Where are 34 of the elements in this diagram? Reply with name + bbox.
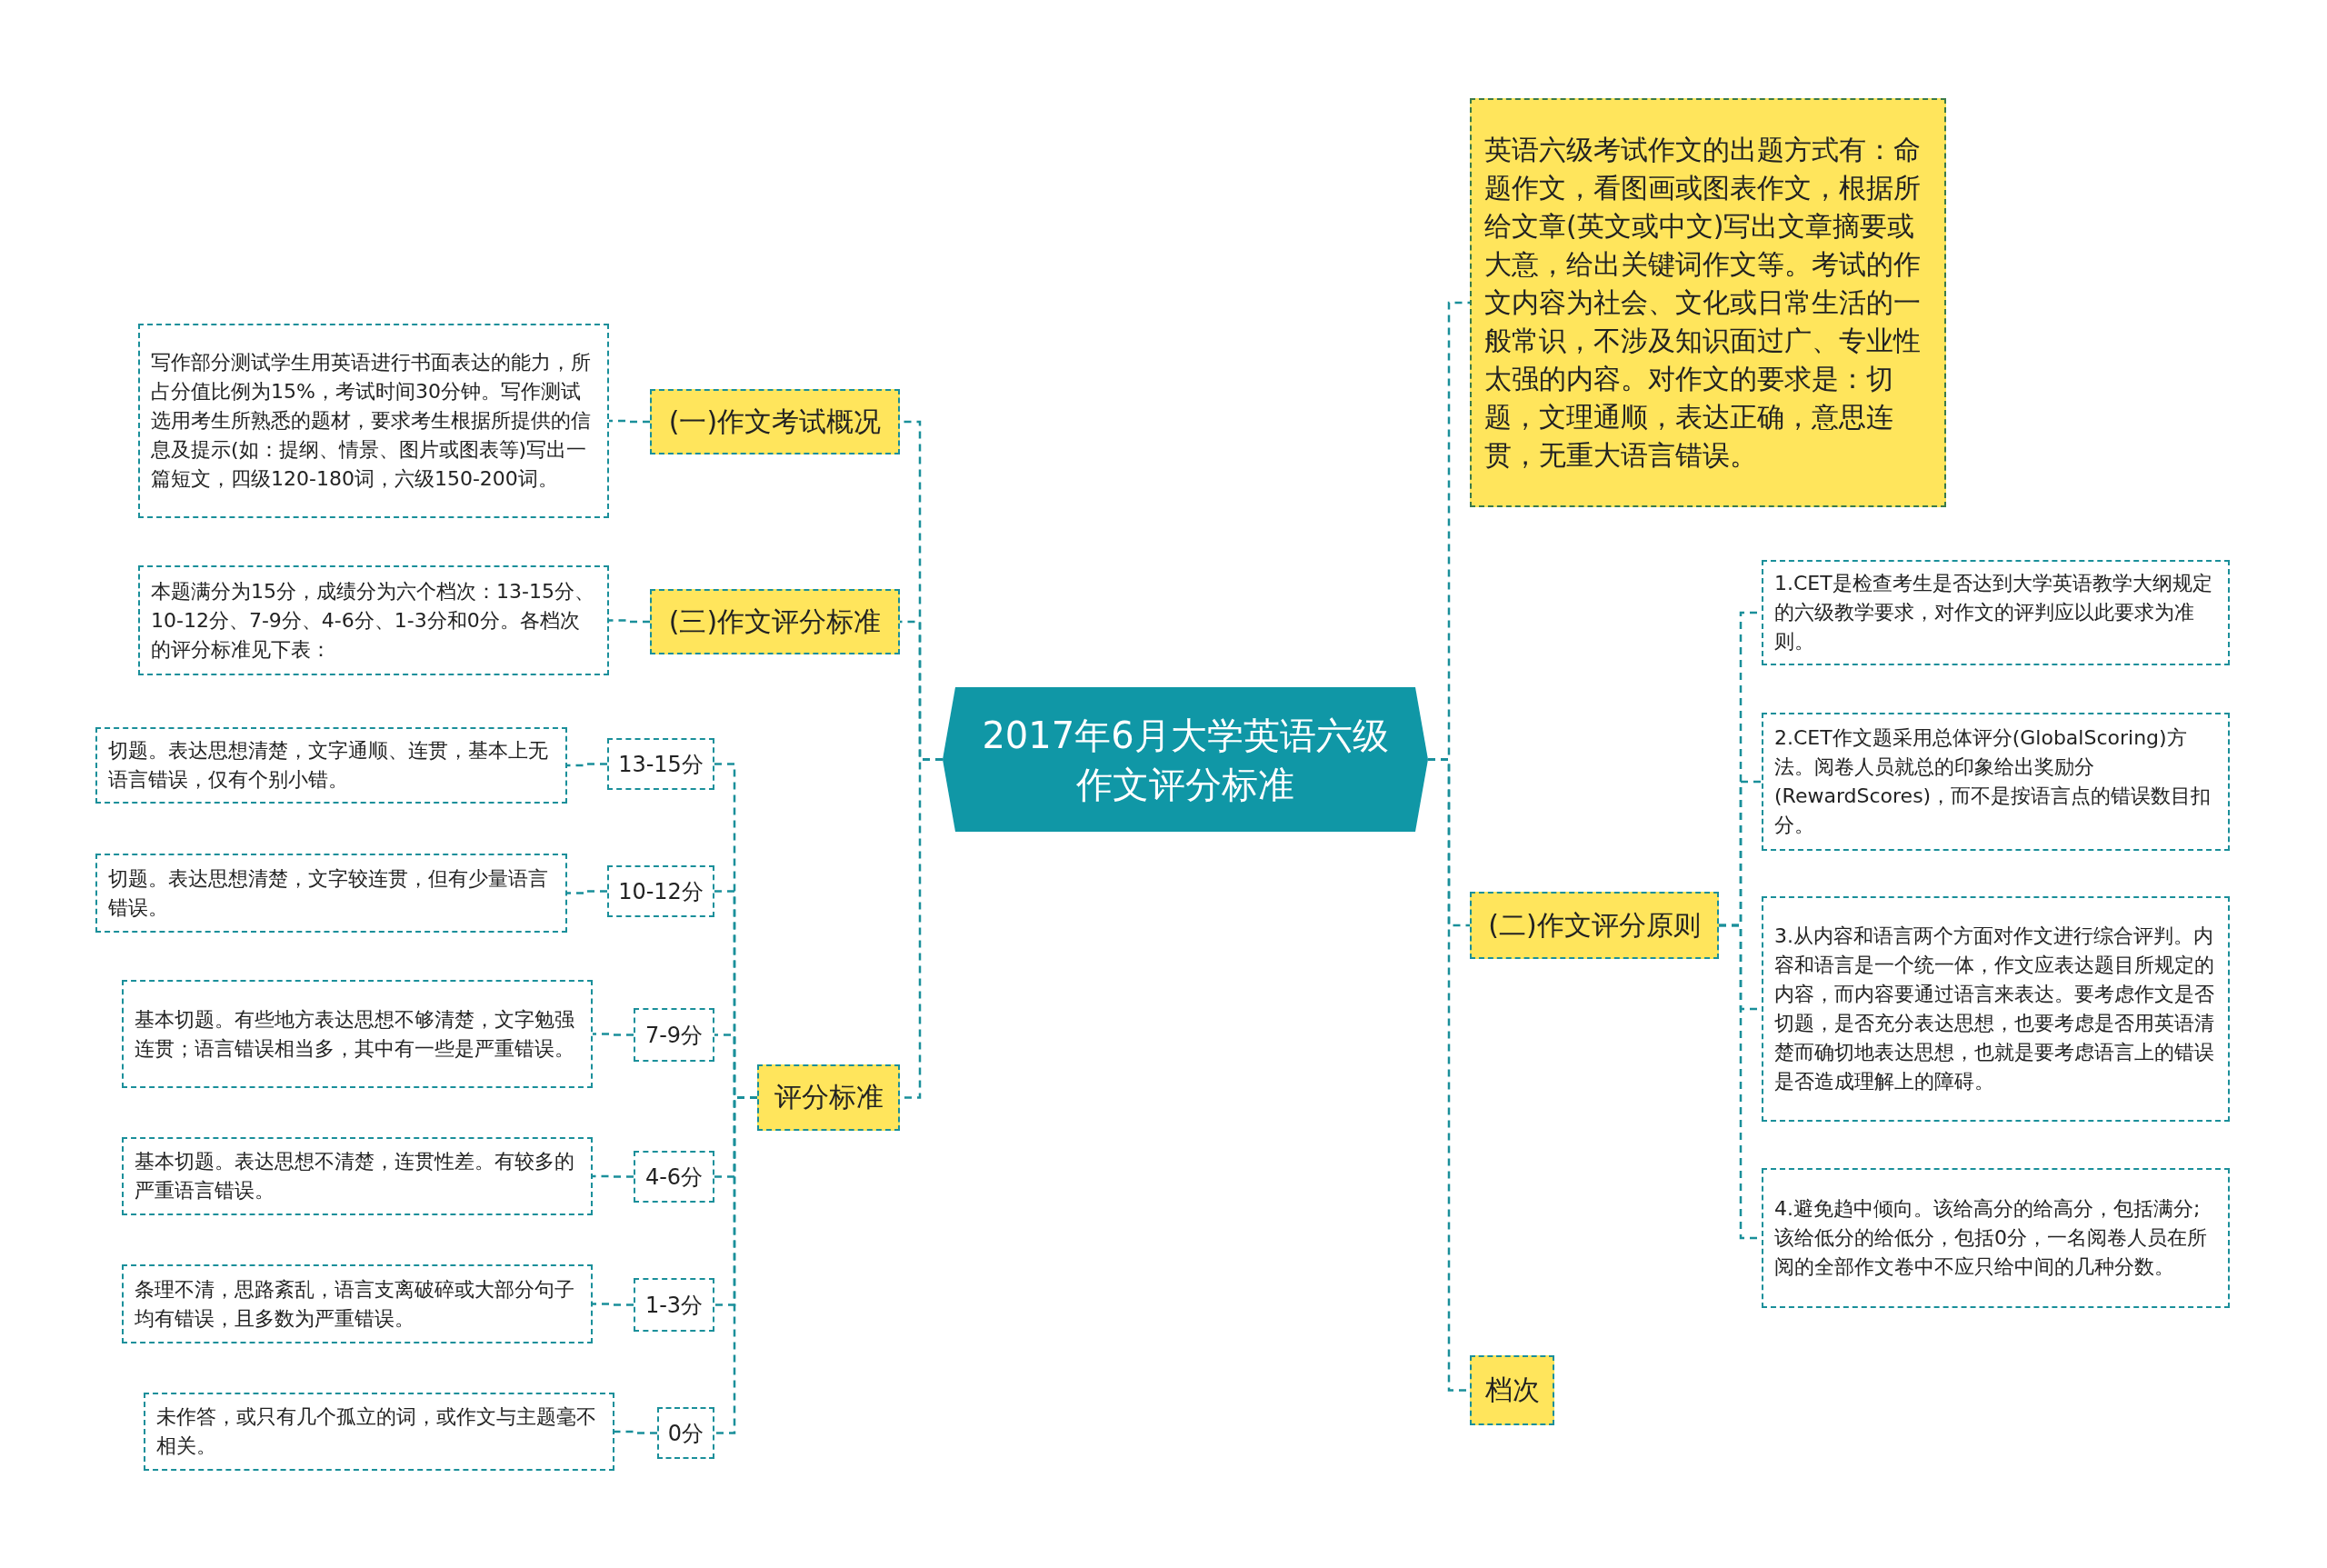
connector <box>567 763 607 767</box>
note-box: 本题满分为15分，成绩分为六个档次：13-15分、10-12分、7-9分、4-6分、1-3分和0分。各档次的评分标准见下表： <box>138 565 609 675</box>
note-box: 条理不清，思路紊乱，语言支离破碎或大部分句子均有错误，且多数为严重错误。 <box>122 1264 593 1343</box>
note-box: 2.CET作文题采用总体评分(GlobalScoring)方法。阅卷人员就总的印象给出奖励分(RewardScores)，而不是按语言点的错误数目扣分。 <box>1762 713 2230 851</box>
score-box: 0分 <box>657 1407 714 1459</box>
note-box: 切题。表达思想清楚，文字通顺、连贯，基本上无语言错误，仅有个别小错。 <box>95 727 567 804</box>
note-box: 基本切题。表达思想不清楚，连贯性差。有较多的严重语言错误。 <box>122 1137 593 1215</box>
connector <box>609 619 650 624</box>
connector <box>609 419 650 424</box>
connector <box>593 1174 634 1178</box>
branch-topic: (二)作文评分原则 <box>1470 892 1719 959</box>
note-box: 3.从内容和语言两个方面对作文进行综合评判。内容和语言是一个统一体，作文应表达题目所规定的内容，而内容要通过语言来表达。要考虑作文是否切题，是否充分表达思想，也要考虑是否用英语清楚而确切地表达思想，也就是要考虑语言上的错误是否造成理解上的障碍。 <box>1762 896 2230 1122</box>
branch-topic: 档次 <box>1470 1355 1554 1425</box>
note-box: 写作部分测试学生用英语进行书面表达的能力，所占分值比例为15%，考试时间30分钟。写作测试选用考生所熟悉的题材，要求考生根据所提供的信息及提示(如：提纲、情景、图片或图表等)写出一篇短文，四级120-180词，六级150-200词。 <box>138 324 609 518</box>
branch-topic: 评分标准 <box>757 1064 900 1131</box>
connector <box>714 1096 757 1434</box>
note-box: 4.避免趋中倾向。该给高分的给高分，包括满分;该给低分的给低分，包括0分，一名阅卷人员在所阅的全部作文卷中不应只给中间的几种分数。 <box>1762 1168 2230 1308</box>
score-box: 10-12分 <box>607 865 714 917</box>
note-box: 切题。表达思想清楚，文字较连贯，但有少量语言错误。 <box>95 854 567 933</box>
connector <box>567 890 607 894</box>
branch-topic: (三)作文评分标准 <box>650 589 900 654</box>
score-box: 1-3分 <box>634 1278 714 1332</box>
note-box: 未作答，或只有几个孤立的词，或作文与主题毫不相关。 <box>144 1393 614 1471</box>
branch-topic: (一)作文考试概况 <box>650 389 900 454</box>
score-box: 7-9分 <box>634 1008 714 1062</box>
note-box: 1.CET是检查考生是否达到大学英语教学大纲规定的六级教学要求，对作文的评判应以此要求为准则。 <box>1762 560 2230 665</box>
note-box: 基本切题。有些地方表达思想不够清楚，文字勉强连贯；语言错误相当多，其中有一些是严重错误。 <box>122 980 593 1088</box>
connector <box>614 1430 657 1434</box>
note-box: 英语六级考试作文的出题方式有：命题作文，看图画或图表作文，根据所给文章(英文或中文)写出文章摘要或大意，给出关键词作文等。考试的作文内容为社会、文化或日常生活的一般常识，不涉及知识面过广、专业性太强的内容。对作文的要求是：切题，文理通顺，表达正确，意思连贯，无重大语言错误。 <box>1470 98 1946 507</box>
score-box: 4-6分 <box>634 1151 714 1203</box>
connector <box>593 1303 634 1306</box>
central-topic: 2017年6月大学英语六级作文评分标准 <box>943 687 1428 832</box>
connector <box>593 1033 634 1036</box>
score-box: 13-15分 <box>607 738 714 790</box>
